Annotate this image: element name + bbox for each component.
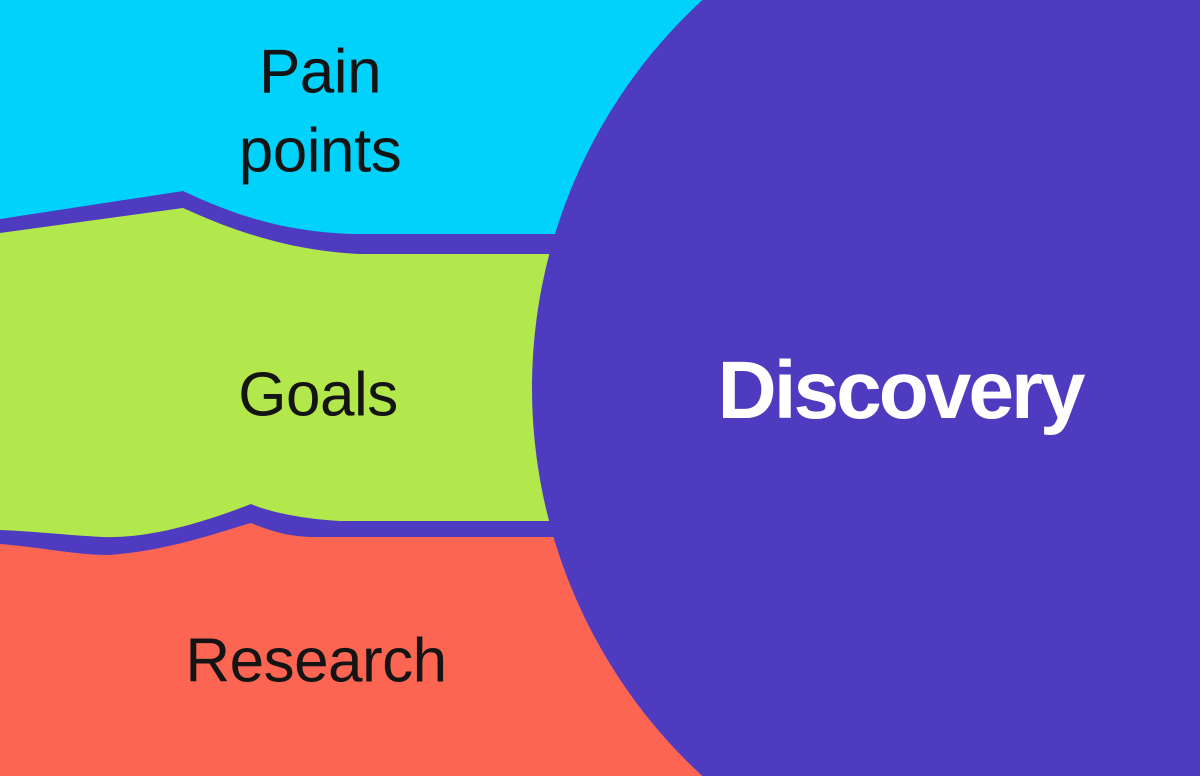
research-label: Research: [185, 626, 447, 696]
discovery-label: Discovery: [717, 344, 1085, 436]
discovery-circle: [532, 0, 1200, 776]
pain-points-label: Pain points: [238, 37, 402, 185]
goals-label: Goals: [238, 360, 398, 430]
